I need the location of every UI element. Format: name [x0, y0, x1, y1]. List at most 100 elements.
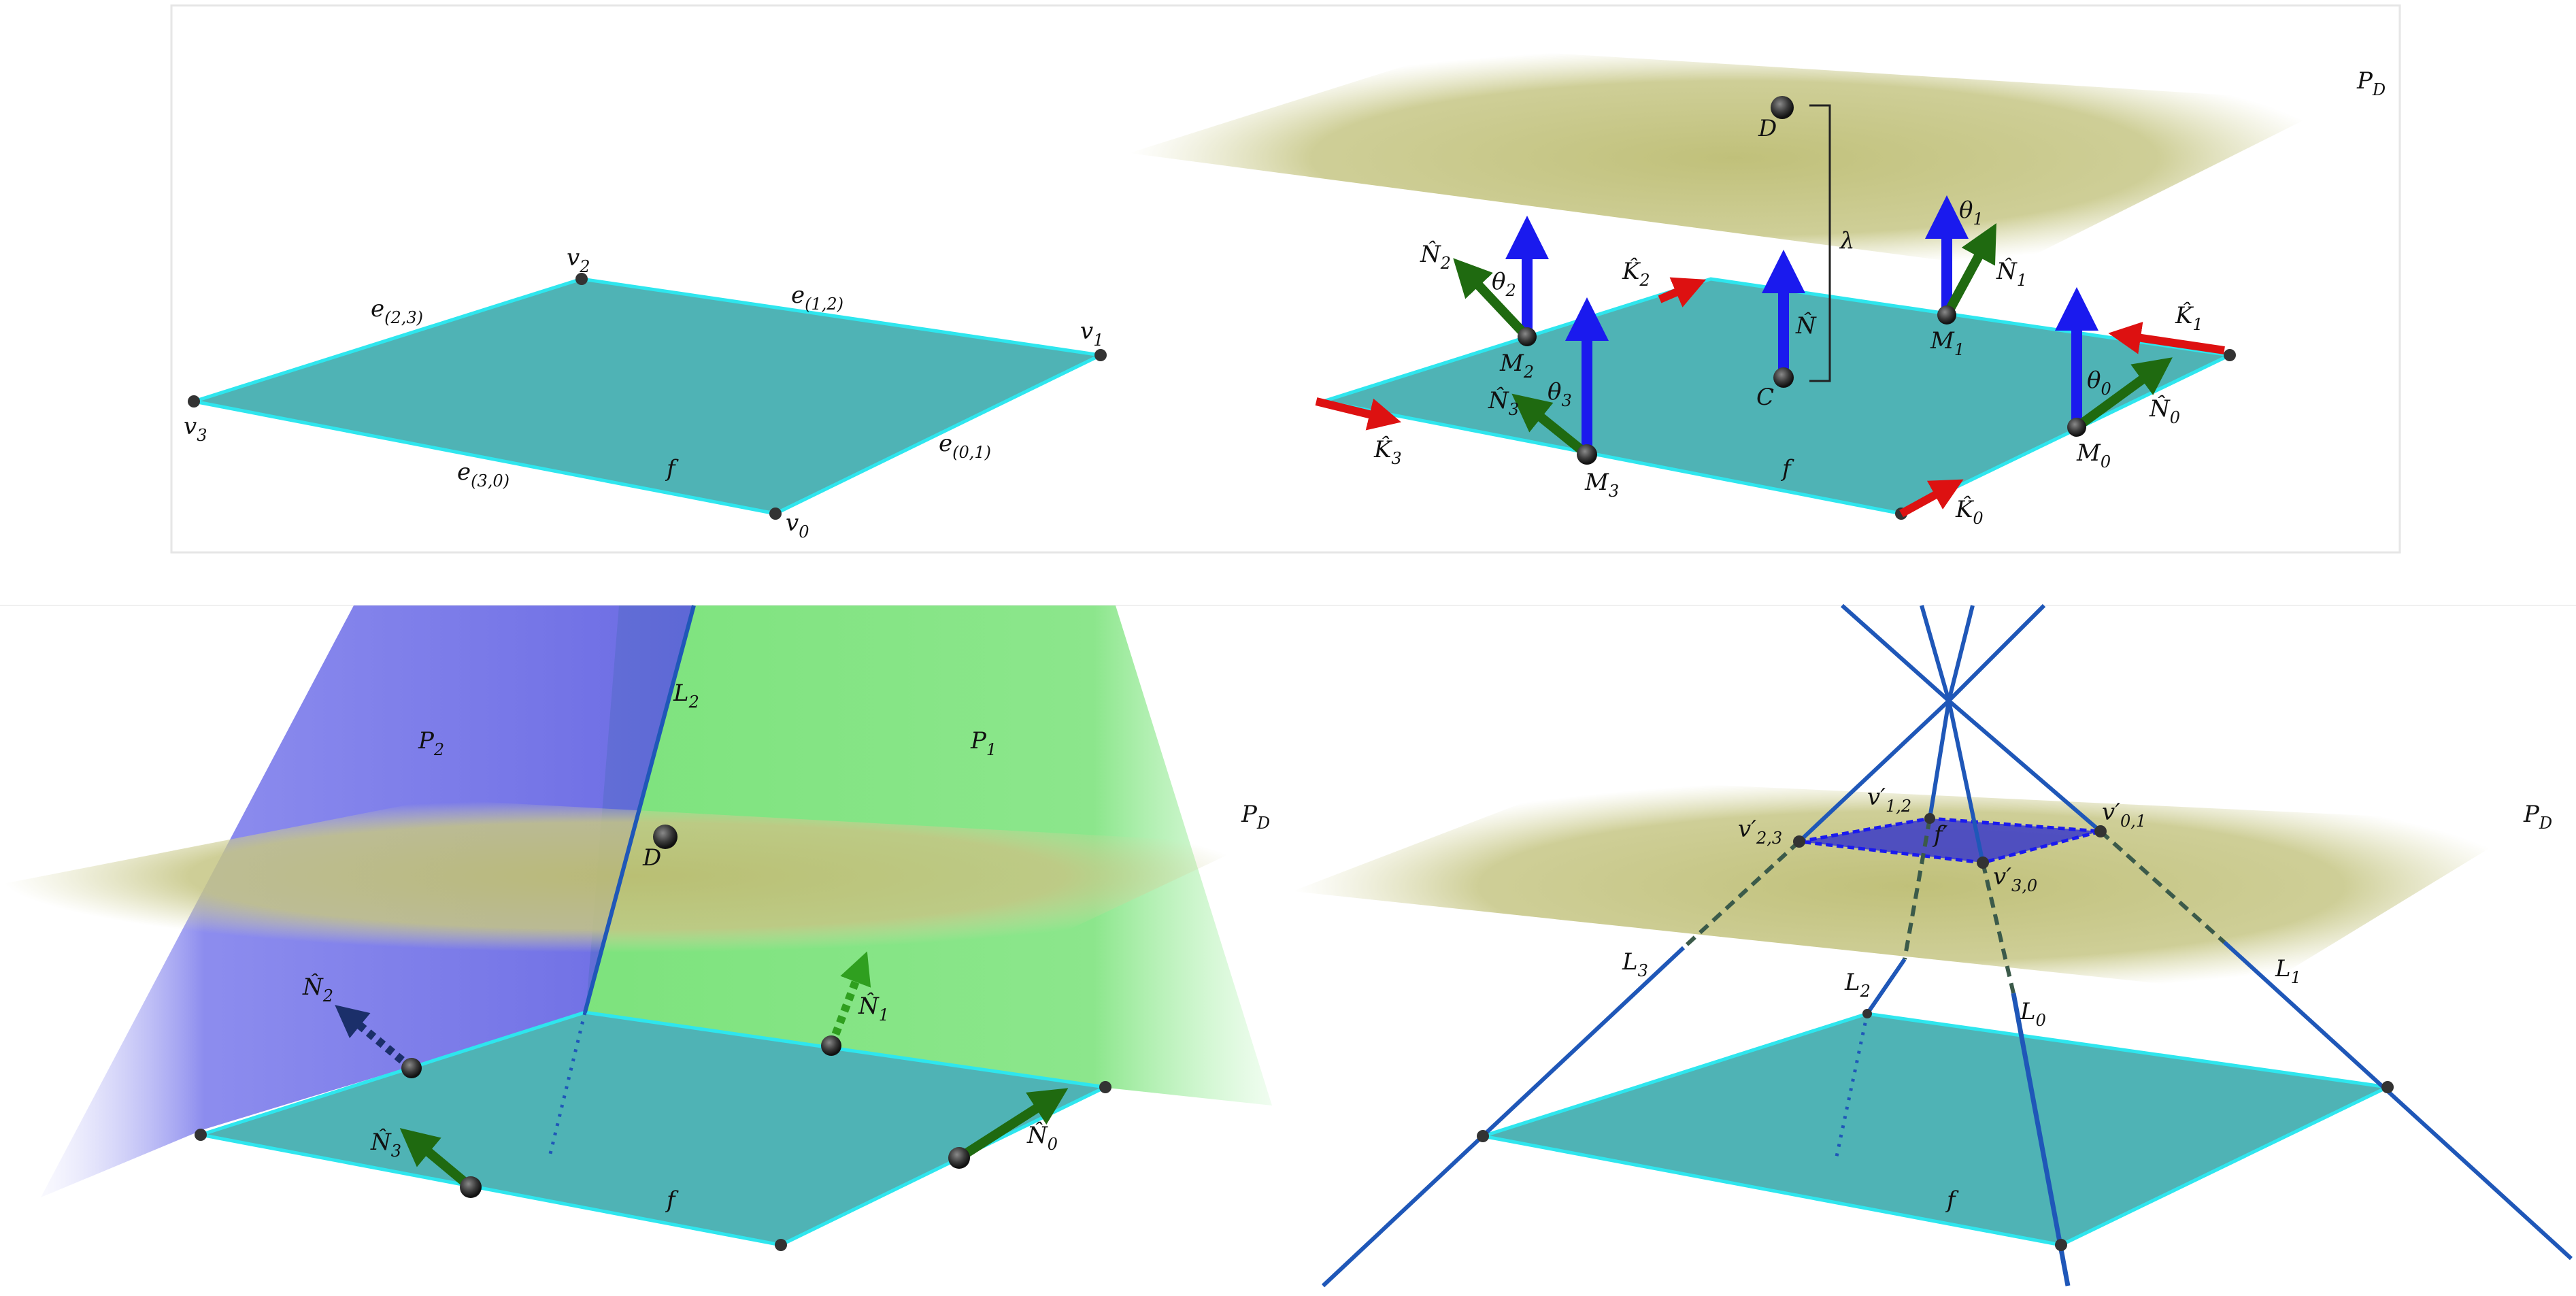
vertex-v1-bl: [1099, 1081, 1111, 1093]
line-l0-bottom: [2011, 993, 2071, 1286]
proj-face-f-prime: [1799, 816, 2101, 865]
proj-vertex-30: [1977, 857, 1989, 869]
panel-top-right: PD f λ D C N̂ M2 N̂2 θ2 K̂2 M1 N̂1 θ1: [1129, 48, 2386, 528]
label-pd-bl: PD: [1241, 801, 1270, 833]
edge-dir-arrow-k0: [1899, 479, 1964, 518]
line-l1-hidden: [2098, 829, 2226, 944]
label-plane-pd-tr: PD: [2356, 67, 2386, 99]
vertex-v3: [188, 395, 200, 408]
face-f-tr: [1322, 277, 2236, 516]
label-d-bl: D: [642, 844, 661, 871]
label-e23: e(2,3): [371, 295, 423, 327]
vertex-v1: [1094, 349, 1107, 361]
label-n2-bl: N̂2: [302, 973, 333, 1006]
vertex-v3-br: [1477, 1130, 1489, 1142]
label-theta0: θ0: [2087, 367, 2111, 399]
label-v01-prime: v′0,1: [2102, 799, 2146, 831]
line-l3-hidden: [1682, 840, 1801, 950]
lambda-bracket: [1809, 104, 1831, 382]
label-theta3: θ3: [1548, 378, 1572, 410]
point-d-tr: [1771, 96, 1794, 119]
label-m3: M3: [1584, 469, 1619, 501]
line-l0-top: [1920, 605, 1951, 701]
top-panel-frame: [170, 4, 2401, 554]
midpoint-m3: [1577, 444, 1597, 465]
label-m0: M0: [2076, 439, 2111, 471]
vertex-v3-bl: [195, 1129, 207, 1141]
plane-pd-bl: [0, 799, 1252, 952]
label-e12: e(1,2): [791, 282, 843, 314]
label-n0-bl: N̂0: [1026, 1121, 1058, 1154]
label-d-tr: D: [1758, 115, 1777, 142]
panel-bottom-left: L2 D P2 P1 PD N̂2 N̂1 N̂0 N̂3 f: [0, 605, 1272, 1251]
panel-bottom-right: PD f f′ L3 L1 L0 L2: [1292, 603, 2573, 1288]
label-k1: K̂1: [2175, 301, 2203, 334]
edge-normal-arrow-n1: [1942, 223, 1996, 318]
label-n1-bl: N̂1: [858, 992, 889, 1025]
edge-dir-arrow-k3: [1315, 397, 1401, 431]
edge-dir-arrow-k2: [1658, 277, 1707, 308]
face-f-tl: [193, 277, 1107, 516]
label-v1: v1: [1080, 318, 1104, 350]
line-l2-hidden: [1903, 818, 1932, 960]
label-e01: e(0,1): [939, 430, 991, 462]
proj-vertex-12: [1924, 813, 1935, 824]
vertex-v1-br: [2381, 1081, 2394, 1093]
midpoint-m2: [1518, 327, 1537, 346]
label-p2: P2: [418, 727, 444, 759]
label-l2-br: L2: [1844, 969, 1871, 1001]
label-k0: K̂0: [1955, 495, 1984, 528]
line-l3-mid: [1797, 699, 1951, 844]
line-l1-bottom: [2222, 940, 2573, 1261]
label-c: C: [1756, 384, 1774, 411]
label-v0: v0: [786, 510, 809, 542]
plane-pd-tr: [1129, 48, 2340, 269]
midpoint-m0-bl: [948, 1147, 970, 1169]
label-l0: L0: [2020, 998, 2046, 1030]
proj-vertex-01: [2094, 825, 2107, 837]
face-f-br: [1482, 1012, 2394, 1247]
line-l0-mid: [1947, 700, 1985, 863]
edge-normal-arrow-n0: [2073, 357, 2173, 431]
label-theta1: θ1: [1959, 197, 1984, 229]
label-m2: M2: [1499, 350, 1534, 382]
midpoint-m1: [1937, 305, 1956, 325]
label-p1: P1: [970, 727, 997, 759]
point-d-bl: [653, 825, 678, 849]
vertex-v0: [769, 508, 782, 520]
vertex-v2: [575, 273, 588, 285]
label-k3: K̂3: [1373, 435, 1402, 468]
edge-normal-arrow-n0-bl: [956, 1088, 1069, 1162]
midpoint-m0: [2067, 418, 2086, 437]
label-theta2: θ2: [1492, 268, 1516, 300]
line-l2-lower: [1865, 958, 1907, 1015]
label-v2: v2: [567, 244, 590, 276]
edge-normal-arrow-n3: [1511, 393, 1590, 459]
label-n0-tr: N̂0: [2149, 395, 2180, 427]
label-v12-prime: v′1,2: [1867, 784, 1911, 816]
line-l0-hidden: [1981, 862, 2015, 994]
midpoint-m1-bl: [821, 1035, 841, 1056]
label-n3-bl: N̂3: [370, 1128, 401, 1161]
label-n1-tr: N̂1: [1996, 257, 2027, 290]
label-k2: K̂2: [1622, 257, 1650, 290]
label-v23-prime: v′2,3: [1738, 816, 1782, 848]
label-e30: e(3,0): [457, 459, 509, 491]
proj-vertex-23: [1793, 835, 1805, 848]
edge-normal-arrow-n2-bl: [335, 1005, 414, 1071]
label-n: N̂: [1795, 312, 1817, 339]
line-l1-top: [1947, 603, 2046, 703]
vertex-v1-tr: [2224, 349, 2236, 361]
label-proj-face: f′: [1932, 821, 1948, 848]
edge-normal-arrow-n1-bl: [827, 951, 871, 1048]
vertex-v0-br: [2055, 1239, 2067, 1251]
label-v3: v3: [184, 413, 207, 445]
edge-normal-arrow-n2: [1453, 258, 1531, 340]
panel-top-left: v3 v2 v1 v0 e(2,3) e(1,2) e(0,1) e(3,0) …: [184, 244, 1107, 542]
label-lambda: λ: [1839, 227, 1855, 254]
line-l2-top: [1947, 605, 1975, 701]
label-n2-tr: N̂2: [1420, 240, 1451, 273]
line-l1-mid: [1947, 699, 2102, 833]
label-l3: L3: [1622, 948, 1648, 980]
